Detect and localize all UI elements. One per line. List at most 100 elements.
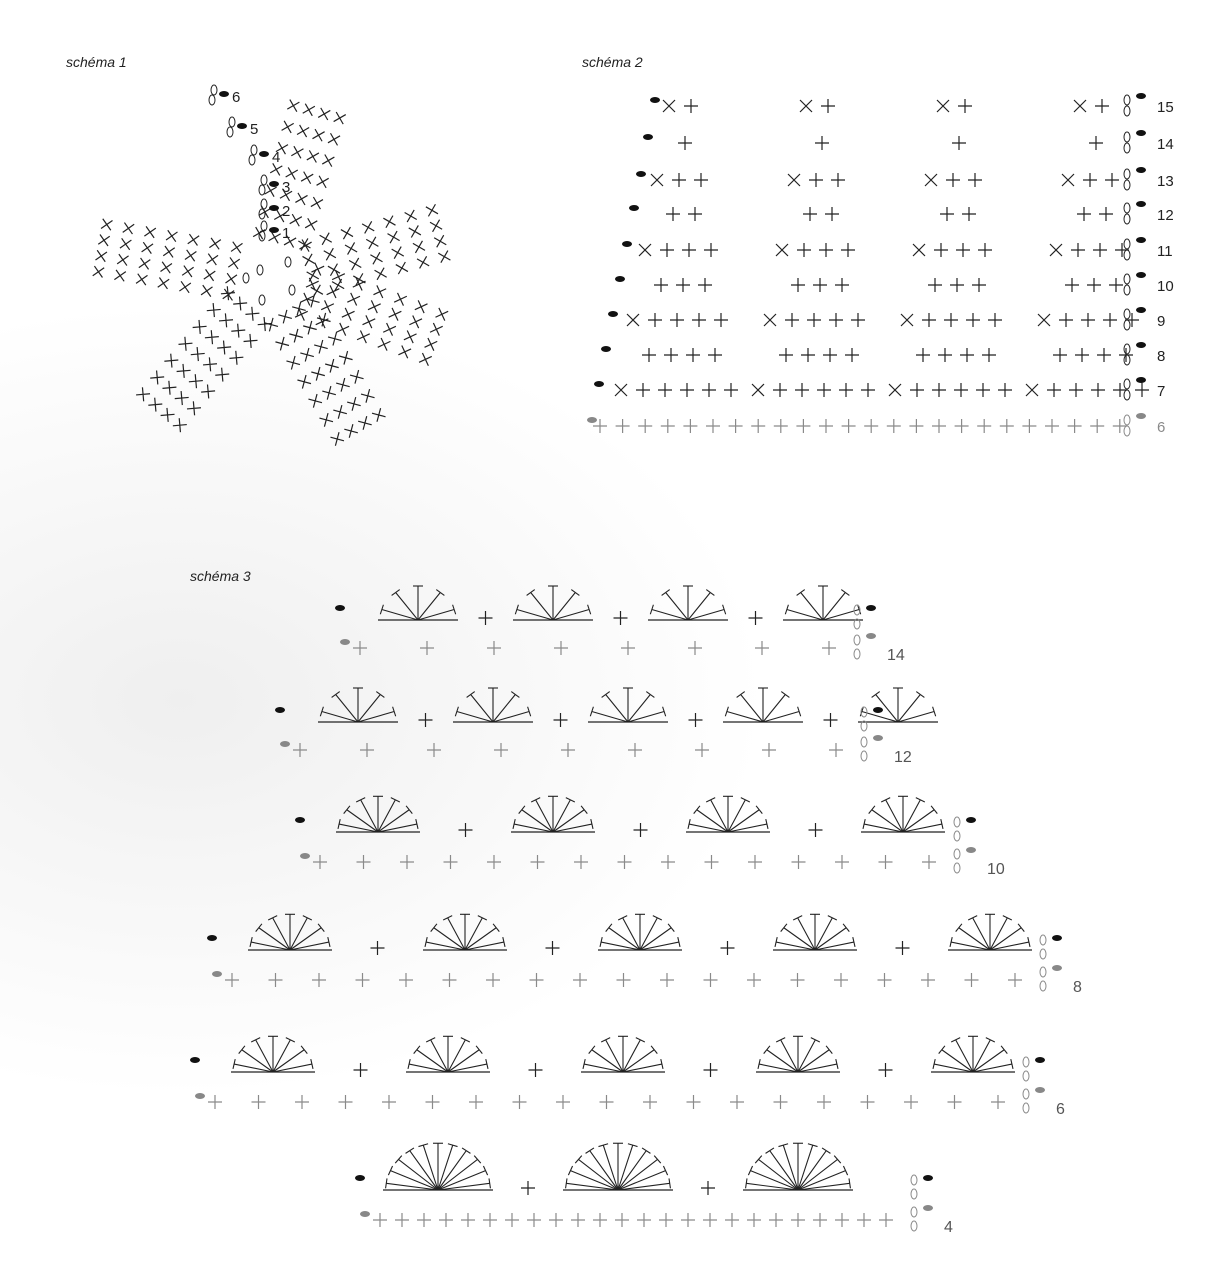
single-crochet-icon xyxy=(513,1095,527,1109)
fan-tick-icon xyxy=(566,798,575,802)
fan-tick-icon xyxy=(1001,1046,1007,1054)
single-crochet-icon xyxy=(353,641,367,655)
fan-tick-icon xyxy=(392,590,400,596)
fan-treble-icon xyxy=(273,1040,290,1072)
fan-treble-icon xyxy=(606,694,628,722)
fan-tick-icon xyxy=(764,1046,770,1054)
fan-treble-icon xyxy=(256,1040,273,1072)
chain-icon xyxy=(1040,949,1046,959)
fan-treble-icon xyxy=(457,711,493,722)
fan-tick-icon xyxy=(668,924,674,932)
fan-tick-icon xyxy=(834,1156,841,1164)
single-crochet-icon xyxy=(373,1213,387,1227)
single-crochet-icon xyxy=(269,973,283,987)
chain-icon xyxy=(1040,967,1046,977)
fan-tick-icon xyxy=(239,1046,245,1054)
fan-treble-icon xyxy=(431,1040,448,1072)
single-crochet-icon xyxy=(721,941,735,955)
fan-tick-icon xyxy=(706,590,714,596)
fan-treble-icon xyxy=(898,694,920,722)
single-crochet-icon xyxy=(593,1213,607,1227)
single-crochet-icon xyxy=(621,641,635,655)
fan-treble-icon xyxy=(290,918,307,950)
fan-tick-icon xyxy=(511,692,519,698)
single-crochet-icon xyxy=(748,855,762,869)
slip-stitch-icon xyxy=(355,1175,365,1181)
fan-treble-icon xyxy=(517,609,553,620)
single-crochet-icon xyxy=(688,641,702,655)
fan-tick-icon xyxy=(575,1156,582,1164)
fan-treble-icon xyxy=(781,1040,798,1072)
fan-tick-icon xyxy=(755,1156,762,1164)
fan-treble-icon xyxy=(898,711,934,722)
fan-treble-icon xyxy=(711,800,728,832)
single-crochet-icon xyxy=(637,1213,651,1227)
single-crochet-icon xyxy=(689,713,703,727)
fan-tick-icon xyxy=(318,924,324,932)
fan-treble-icon xyxy=(798,918,815,950)
fan-treble-icon xyxy=(823,592,845,620)
single-crochet-icon xyxy=(459,823,473,837)
fan-tick-icon xyxy=(869,806,875,814)
single-crochet-icon xyxy=(904,1095,918,1109)
single-crochet-icon xyxy=(486,973,500,987)
single-crochet-icon xyxy=(483,1213,497,1227)
fan-tick-icon xyxy=(493,924,499,932)
chain-icon xyxy=(1023,1071,1029,1081)
fan-treble-icon xyxy=(592,711,628,722)
chain-icon xyxy=(1040,981,1046,991)
single-crochet-icon xyxy=(835,1213,849,1227)
fan-treble-icon xyxy=(273,918,290,950)
fan-tick-icon xyxy=(476,1046,482,1054)
slip-stitch-icon xyxy=(923,1175,933,1181)
single-crochet-icon xyxy=(661,855,675,869)
fan-tick-icon xyxy=(793,916,802,920)
slip-stitch-icon xyxy=(212,971,222,977)
fan-treble-icon xyxy=(688,592,710,620)
chain-icon xyxy=(1023,1089,1029,1099)
fan-treble-icon xyxy=(322,711,358,722)
fan-tick-icon xyxy=(653,916,662,920)
fan-tick-icon xyxy=(776,1038,785,1042)
fan-tick-icon xyxy=(916,798,925,802)
chain-icon xyxy=(1023,1057,1029,1067)
single-crochet-icon xyxy=(574,855,588,869)
slip-stitch-icon xyxy=(873,707,883,713)
single-crochet-icon xyxy=(571,1213,585,1227)
single-crochet-icon xyxy=(725,1213,739,1227)
single-crochet-icon xyxy=(774,1095,788,1109)
single-crochet-icon xyxy=(769,1213,783,1227)
single-crochet-icon xyxy=(469,1095,483,1109)
fan-treble-icon xyxy=(418,609,454,620)
single-crochet-icon xyxy=(419,713,433,727)
fan-tick-icon xyxy=(811,1038,820,1042)
fan-tick-icon xyxy=(986,1038,995,1042)
row-number-label: 12 xyxy=(894,749,912,766)
single-crochet-icon xyxy=(896,941,910,955)
fan-treble-icon xyxy=(358,694,380,722)
chain-icon xyxy=(911,1189,917,1199)
fan-tick-icon xyxy=(828,916,837,920)
fan-treble-icon xyxy=(396,592,418,620)
single-crochet-icon xyxy=(487,855,501,869)
single-crochet-icon xyxy=(791,973,805,987)
fan-treble-icon xyxy=(763,694,785,722)
fan-tick-icon xyxy=(916,692,924,698)
single-crochet-icon xyxy=(809,823,823,837)
fan-treble-icon xyxy=(378,800,395,832)
single-crochet-icon xyxy=(822,641,836,655)
single-crochet-icon xyxy=(420,641,434,655)
single-crochet-icon xyxy=(879,855,893,869)
slip-stitch-icon xyxy=(966,847,976,853)
fan-tick-icon xyxy=(251,1038,260,1042)
fan-tick-icon xyxy=(571,590,579,596)
fan-tick-icon xyxy=(467,692,475,698)
fan-tick-icon xyxy=(431,924,437,932)
chain-icon xyxy=(854,649,860,659)
single-crochet-icon xyxy=(561,743,575,757)
fan-treble-icon xyxy=(618,1145,633,1190)
fan-treble-icon xyxy=(603,1145,618,1190)
single-crochet-icon xyxy=(991,1095,1005,1109)
fan-treble-icon xyxy=(361,800,378,832)
